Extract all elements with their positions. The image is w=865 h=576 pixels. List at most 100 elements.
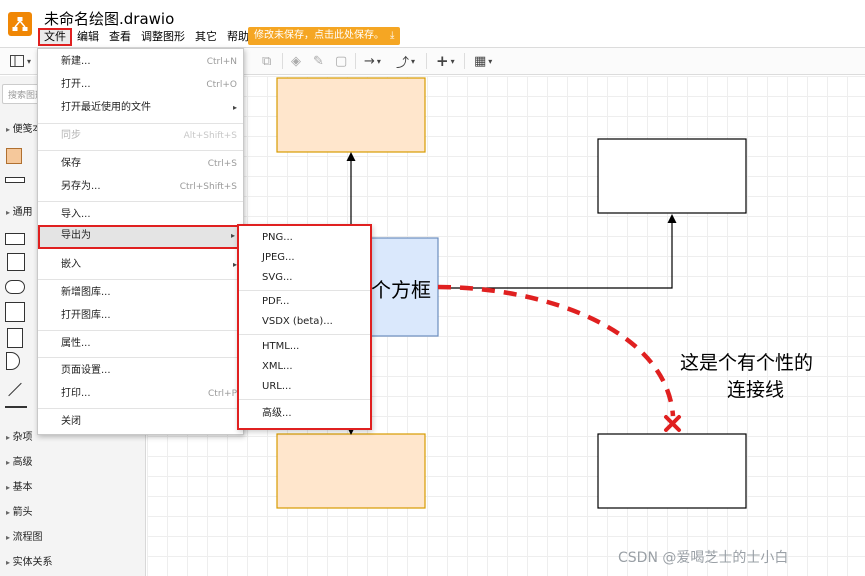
table-shape[interactable] <box>5 302 25 322</box>
annotation-text-line2: 连接线 <box>727 379 785 401</box>
connector-shape[interactable] <box>5 406 27 408</box>
menu-separator <box>38 150 243 151</box>
document-title[interactable]: 未命名绘图.drawio <box>44 10 175 28</box>
menu-item-new[interactable]: 新建...Ctrl+N <box>38 51 243 73</box>
menu-item-label: 打开... <box>61 79 91 90</box>
rectangle-shape[interactable] <box>5 233 25 245</box>
section-entity-relation[interactable]: 实体关系 <box>0 553 146 568</box>
menu-file[interactable]: 文件 <box>38 28 72 46</box>
menu-item-export-as[interactable]: 导出为 ▸ <box>38 225 243 249</box>
menu-separator <box>239 334 370 335</box>
white-box-right-bottom <box>597 433 747 509</box>
shortcut-label: Alt+Shift+S <box>183 131 237 141</box>
menu-item-label: 保存 <box>61 158 81 169</box>
panel-toggle-icon[interactable]: ▾ <box>10 53 31 69</box>
shortcut-label: Ctrl+Shift+S <box>179 182 237 192</box>
menu-item-properties[interactable]: 属性... <box>38 333 243 355</box>
connector-end-cross-icon <box>664 415 681 432</box>
export-html[interactable]: HTML... <box>262 341 300 352</box>
orange-box-top <box>276 77 426 153</box>
menu-edit[interactable]: 编辑 <box>77 30 99 43</box>
csdn-watermark: CSDN @爱喝芝士的士小白 <box>618 550 789 566</box>
toolbar-divider <box>282 53 283 69</box>
arrowhead-up <box>346 152 356 161</box>
save-banner-text: 修改未保存，点击此处保存。 <box>254 30 384 41</box>
export-png[interactable]: PNG... <box>262 232 293 243</box>
table-icon[interactable]: ▦▾ <box>474 53 493 69</box>
submenu-arrow-icon: ▸ <box>232 103 237 112</box>
document-shape[interactable] <box>7 328 23 348</box>
menu-item-label: 导出为 <box>61 230 91 241</box>
export-url[interactable]: URL... <box>262 381 292 392</box>
menu-separator <box>38 408 243 409</box>
menu-separator <box>38 279 243 280</box>
menu-item-open[interactable]: 打开... Ctrl+O <box>38 74 243 96</box>
menu-item-label: 打开图库... <box>61 310 111 321</box>
export-pdf[interactable]: PDF... <box>262 296 290 307</box>
connection-style-icon[interactable]: →▾ <box>364 53 381 69</box>
export-submenu: PNG... JPEG... SVG... PDF... VSDX (beta)… <box>237 224 372 430</box>
annotation-text-line1: 这是个有个性的 <box>680 352 814 374</box>
section-flowchart[interactable]: 流程图 <box>0 528 146 543</box>
section-scratchpad[interactable]: 便笺本 <box>0 120 146 135</box>
toolbar-divider <box>464 53 465 69</box>
toolbar-divider <box>426 53 427 69</box>
export-jpeg[interactable]: JPEG... <box>262 252 295 263</box>
menu-separator <box>38 123 243 124</box>
waypoint-style-icon[interactable]: ⤴▾ <box>396 55 416 71</box>
export-vsdx[interactable]: VSDX (beta)... <box>262 316 333 327</box>
menu-view[interactable]: 查看 <box>109 30 131 43</box>
menu-item-open-recent[interactable]: 打开最近使用的文件 ▸ <box>38 97 243 119</box>
menu-separator <box>38 330 243 331</box>
menu-item-label: 打印... <box>61 388 91 399</box>
export-xml[interactable]: XML... <box>262 361 293 372</box>
shortcut-label: Ctrl+O <box>206 80 237 90</box>
menu-item-page-setup[interactable]: 页面设置... <box>38 360 243 382</box>
menu-item-sync: 同步 Alt+Shift+S <box>38 125 243 147</box>
hexagon-shape[interactable] <box>5 280 25 294</box>
to-back-icon[interactable]: ⧉ <box>262 53 272 69</box>
menu-help[interactable]: 帮助 <box>227 30 249 43</box>
menu-item-label: 同步 <box>61 130 81 141</box>
menu-item-open-library[interactable]: 打开图库... <box>38 305 243 327</box>
center-box-label: 个方框 <box>371 278 431 302</box>
connector-right <box>438 220 673 289</box>
menu-item-print[interactable]: 打印...Ctrl+P <box>38 383 243 405</box>
menu-item-embed[interactable]: 嵌入▸ <box>38 254 243 276</box>
menu-item-label: 导入... <box>61 209 91 220</box>
menu-arrange[interactable]: 调整图形 <box>141 30 185 43</box>
scratchpad-shape-thumbnail[interactable] <box>6 148 22 164</box>
delay-shape[interactable] <box>6 352 20 370</box>
line-shape[interactable] <box>8 382 22 397</box>
section-misc[interactable]: 杂项 <box>0 428 146 443</box>
menu-extras[interactable]: 其它 <box>195 30 217 43</box>
menu-item-label: 另存为... <box>61 181 101 192</box>
menu-item-label: 打开最近使用的文件 <box>61 102 151 113</box>
export-svg[interactable]: SVG... <box>262 272 293 283</box>
section-basic[interactable]: 基本 <box>0 478 146 493</box>
scratchpad-shape-thumbnail[interactable] <box>5 177 25 183</box>
section-advanced[interactable]: 高级 <box>0 453 146 468</box>
menu-item-import[interactable]: 导入... <box>38 204 243 226</box>
menu-item-new-library[interactable]: 新增图库... <box>38 282 243 304</box>
shadow-icon[interactable]: ▢ <box>335 53 348 69</box>
download-icon: ⤓ <box>390 30 395 41</box>
menu-separator <box>239 399 370 400</box>
unsaved-changes-banner[interactable]: 修改未保存，点击此处保存。 ⤓ <box>248 27 401 45</box>
insert-plus-icon[interactable]: +▾ <box>436 52 455 70</box>
export-advanced[interactable]: 高级... <box>262 408 292 419</box>
submenu-arrow-icon: ▸ <box>230 231 235 240</box>
menu-item-close[interactable]: 关闭 <box>38 411 243 433</box>
menu-item-save[interactable]: 保存 Ctrl+S <box>38 153 243 175</box>
section-arrows[interactable]: 箭头 <box>0 503 146 518</box>
line-color-icon[interactable]: ✎ <box>313 53 324 69</box>
drawio-logo-icon <box>8 12 32 36</box>
menu-item-label: 新建... <box>61 56 91 67</box>
shortcut-label: Ctrl+S <box>207 159 237 169</box>
menu-separator <box>239 290 370 291</box>
section-general[interactable]: 通用 <box>0 203 146 218</box>
menu-item-save-as[interactable]: 另存为... Ctrl+Shift+S <box>38 176 243 198</box>
square-shape[interactable] <box>7 253 25 271</box>
fill-color-icon[interactable]: ◈ <box>291 53 301 69</box>
menu-item-label: 页面设置... <box>61 365 111 376</box>
